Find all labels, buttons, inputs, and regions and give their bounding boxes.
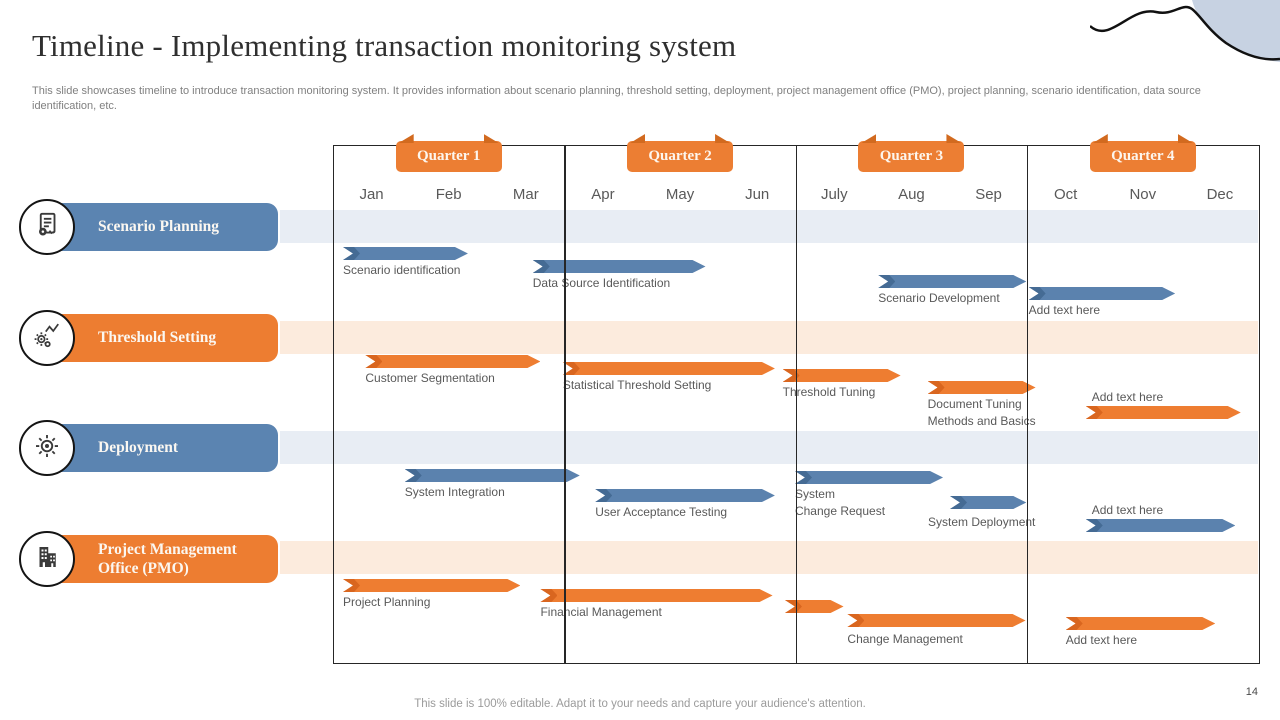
quarter-banner-label: Quarter 1 <box>416 148 481 164</box>
category-row-band <box>280 431 1258 464</box>
month-label: May <box>665 186 695 203</box>
gantt-bar <box>343 247 468 260</box>
page-number: 14 <box>1245 686 1258 698</box>
gears-trend-icon <box>32 321 62 356</box>
month-label: Jan <box>359 186 384 203</box>
category-icon-circle <box>19 531 75 587</box>
task-label: System Integration <box>404 485 505 499</box>
gantt-bar <box>595 489 775 502</box>
month-label: Feb <box>435 186 462 203</box>
gantt-bar <box>405 469 580 482</box>
quarter-banner: Quarter 4 <box>1089 141 1196 172</box>
task-label: Document Tuning Methods and Basics <box>927 397 1036 429</box>
gantt-bar <box>1086 406 1241 419</box>
category-row-band <box>280 321 1258 354</box>
task-label: Project Planning <box>343 595 431 609</box>
task-label: Customer Segmentation <box>365 371 495 385</box>
gantt-bar <box>365 355 540 368</box>
month-label: Nov <box>1129 186 1157 203</box>
gantt-bar <box>928 381 1036 394</box>
task-label: Financial Management <box>540 605 662 619</box>
document-checklist-icon <box>32 210 62 245</box>
month-label: Sep <box>975 186 1002 203</box>
month-label: July <box>820 186 848 203</box>
category-label: Deployment <box>98 439 179 457</box>
quarter-separator-line <box>564 145 566 663</box>
gantt-bar <box>878 275 1026 288</box>
quarter-banner-label: Quarter 3 <box>879 148 944 164</box>
task-label: User Acceptance Testing <box>595 505 728 519</box>
quarter-banner-label: Quarter 4 <box>1111 148 1175 164</box>
gantt-bar <box>1066 617 1216 630</box>
month-label: Oct <box>1054 186 1078 203</box>
task-label: Add text here <box>1091 390 1164 404</box>
gantt-bar <box>783 369 901 382</box>
gantt-bar <box>1086 519 1236 532</box>
task-label: Statistical Threshold Setting <box>562 378 712 392</box>
category-icon-circle <box>19 310 75 366</box>
grid-bottom-border <box>333 663 1260 665</box>
task-label: Data Source Identification <box>532 276 671 290</box>
gantt-bar <box>847 614 1025 627</box>
month-label: Aug <box>898 186 925 203</box>
grid-left-border <box>333 145 335 663</box>
gear-burst-icon <box>32 431 62 466</box>
gantt-bar <box>343 579 520 592</box>
gantt-bar <box>785 600 844 613</box>
gantt-bar <box>950 496 1026 509</box>
quarter-banner-label: Quarter 2 <box>648 148 712 164</box>
category-row-band <box>280 210 1258 243</box>
quarter-banner: Quarter 3 <box>858 141 965 172</box>
gantt-bar <box>563 362 775 375</box>
corner-decoration <box>1090 0 1280 62</box>
quarter-banner: Quarter 1 <box>395 141 502 172</box>
category-icon-circle <box>19 199 75 255</box>
month-label: Dec <box>1206 186 1234 203</box>
gantt-bar <box>533 260 706 273</box>
quarter-separator-line <box>795 145 797 663</box>
category-label: Project Management Office (PMO) <box>98 540 237 577</box>
footer-note: This slide is 100% editable. Adapt it to… <box>414 698 866 710</box>
task-label: Scenario identification <box>343 263 461 277</box>
task-label: Add text here <box>1065 633 1138 647</box>
category-row-band <box>280 541 1258 574</box>
task-label: Change Management <box>847 632 963 646</box>
building-icon <box>32 542 62 577</box>
task-label: Add text here <box>1028 303 1101 317</box>
grid-right-border <box>1258 145 1260 663</box>
task-label: Add text here <box>1091 503 1164 517</box>
task-label: Scenario Development <box>878 291 1000 305</box>
gantt-bar <box>540 589 772 602</box>
gantt-bar <box>1029 287 1176 300</box>
quarter-banner: Quarter 2 <box>627 141 734 172</box>
month-label: Jun <box>745 186 770 203</box>
category-label: Scenario Planning <box>98 218 220 236</box>
quarter-separator-line <box>1027 145 1029 663</box>
category-icon-circle <box>19 420 75 476</box>
month-label: Apr <box>591 186 615 203</box>
gantt-bar <box>795 471 943 484</box>
page-title: Timeline - Implementing transaction moni… <box>32 28 737 63</box>
month-label: Mar <box>512 186 539 203</box>
task-label: System Change Request <box>794 487 886 519</box>
category-label: Threshold Setting <box>98 329 217 347</box>
task-label: System Deployment <box>928 515 1036 529</box>
slide-description: This slide showcases timeline to introdu… <box>32 85 1201 113</box>
